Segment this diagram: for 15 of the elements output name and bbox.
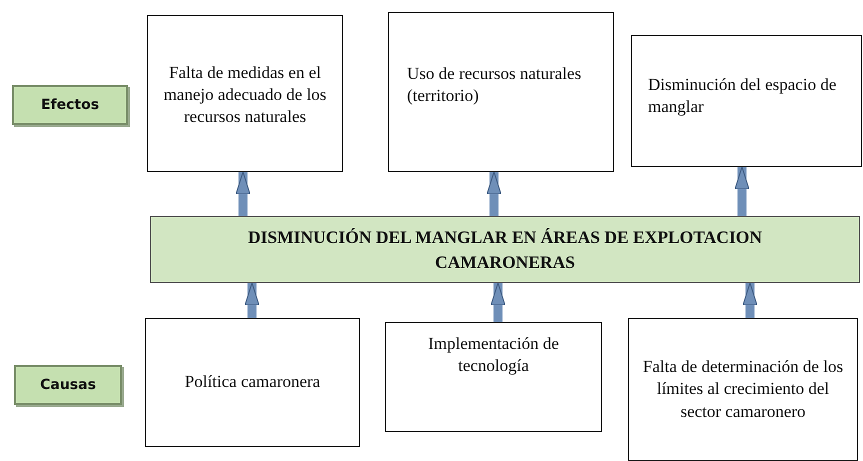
central-problem-band: DISMINUCIÓN DEL MANGLAR EN ÁREAS DE EXPLOTACION CAMARONERAS	[150, 216, 860, 283]
text-box: Falta de medidas en el manejo adecuado de los recursos naturales	[147, 15, 343, 172]
text-box: Falta de determinación de los límites al crecimiento del sector camaronero	[628, 318, 858, 461]
text-box: Uso de recursos naturales (territorio)	[388, 12, 614, 172]
block-arrow	[742, 282, 758, 318]
text-box: Política camaronera	[145, 318, 360, 447]
text-box: Disminución del espacio de manglar	[631, 35, 862, 167]
block-arrow	[490, 282, 506, 322]
category-label-box: Causas	[14, 365, 122, 405]
block-arrow	[244, 282, 260, 318]
category-label-box: Efectos	[12, 85, 128, 125]
block-arrow	[236, 172, 250, 216]
block-arrow	[486, 172, 502, 216]
text-box: Implementación de tecnología	[385, 322, 602, 432]
block-arrow	[734, 166, 750, 216]
